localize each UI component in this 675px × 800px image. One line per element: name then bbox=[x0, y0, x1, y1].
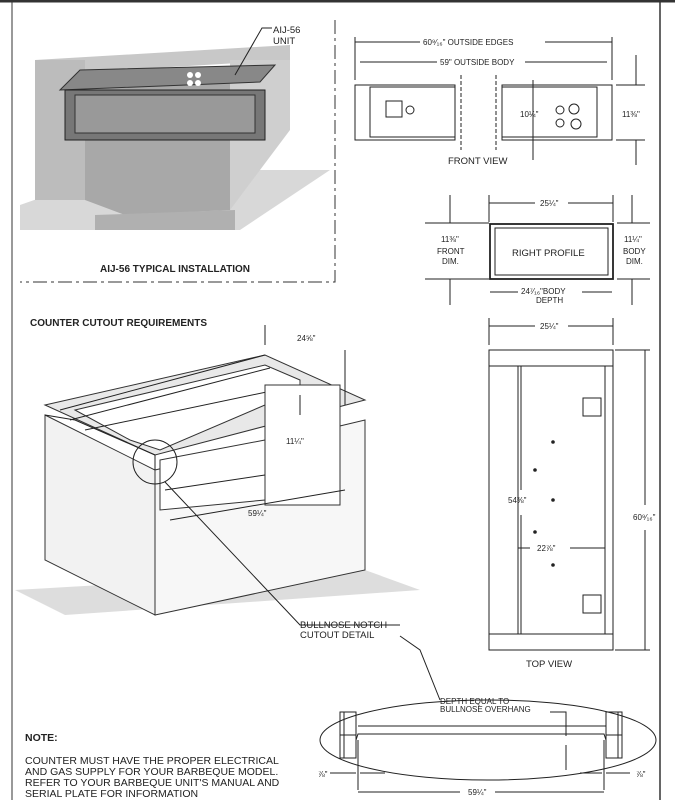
bullnose-depth-label2: BULLNOSE OVERHANG bbox=[440, 705, 531, 714]
bullnose-detail-drawing bbox=[319, 699, 657, 793]
profile-depth-line2: DEPTH bbox=[536, 296, 563, 305]
front-view-title: FRONT VIEW bbox=[448, 156, 507, 167]
note-heading: NOTE: bbox=[25, 732, 58, 744]
counter-illustration bbox=[15, 325, 441, 701]
front-view-drawing bbox=[354, 37, 645, 165]
note-line: AND GAS SUPPLY FOR YOUR BARBEQUE MODEL. bbox=[25, 766, 279, 778]
profile-front-dim-label1: FRONT bbox=[437, 247, 465, 256]
right-profile-title: RIGHT PROFILE bbox=[512, 248, 585, 259]
front-inner-height-dim: 10¼" bbox=[520, 110, 539, 119]
front-outside-body-dim: 59" OUTSIDE BODY bbox=[440, 58, 515, 67]
bullnose-detail-label2: CUTOUT DETAIL bbox=[300, 630, 374, 641]
profile-front-dim-label2: DIM. bbox=[442, 257, 459, 266]
profile-body-dim-label2: DIM. bbox=[626, 257, 643, 266]
unit-label-line1: AIJ-56 bbox=[273, 25, 300, 36]
right-profile-drawing bbox=[425, 195, 650, 305]
bullnose-left-offset: ⅞" bbox=[318, 770, 328, 779]
installation-illustration bbox=[20, 27, 330, 230]
note-text: COUNTER MUST HAVE THE PROPER ELECTRICAL … bbox=[25, 756, 279, 800]
note-line: SERIAL PLATE FOR INFORMATION bbox=[25, 788, 199, 800]
unit-label-line2: UNIT bbox=[273, 36, 295, 47]
profile-width-dim: 25¼" bbox=[540, 199, 559, 208]
installation-title: AIJ-56 TYPICAL INSTALLATION bbox=[100, 264, 250, 275]
note-line: COUNTER MUST HAVE THE PROPER ELECTRICAL bbox=[25, 755, 279, 767]
profile-body-dim-label1: BODY bbox=[623, 247, 646, 256]
cutout-depth-dim: 24⅝" bbox=[297, 334, 316, 343]
bullnose-width-dim: 59¼" bbox=[468, 788, 487, 797]
bullnose-detail-label1: BULLNOSE NOTCH bbox=[300, 620, 387, 631]
profile-depth-line1: 24⁷⁄₁₆"BODY bbox=[521, 287, 566, 296]
cutout-title: COUNTER CUTOUT REQUIREMENTS bbox=[30, 318, 207, 329]
bullnose-depth-label1: DEPTH EQUAL TO bbox=[440, 697, 509, 706]
top-length-dim: 60⁹⁄₁₆" bbox=[633, 513, 656, 522]
profile-body-dim-value: 11¼" bbox=[624, 235, 642, 244]
top-view-drawing bbox=[488, 318, 650, 651]
front-outside-edges-dim: 60⁹⁄₁₆" OUTSIDE EDGES bbox=[423, 38, 513, 47]
front-height-dim: 11⅜" bbox=[622, 110, 640, 119]
top-width-dim: 25¼" bbox=[540, 322, 559, 331]
note-line: REFER TO YOUR BARBEQUE UNIT'S MANUAL AND bbox=[25, 777, 280, 789]
top-inner-length-dim: 54⅜" bbox=[508, 496, 527, 505]
cutout-height-dim: 11¼" bbox=[286, 437, 304, 446]
cutout-width-dim: 59¼" bbox=[248, 509, 267, 518]
profile-front-dim-value: 11⅜" bbox=[441, 235, 459, 244]
bullnose-right-offset: ⅞" bbox=[636, 770, 646, 779]
top-inner-width-dim: 22⅞" bbox=[537, 544, 556, 553]
top-view-title: TOP VIEW bbox=[526, 659, 572, 670]
installation-panel-border bbox=[20, 20, 336, 283]
